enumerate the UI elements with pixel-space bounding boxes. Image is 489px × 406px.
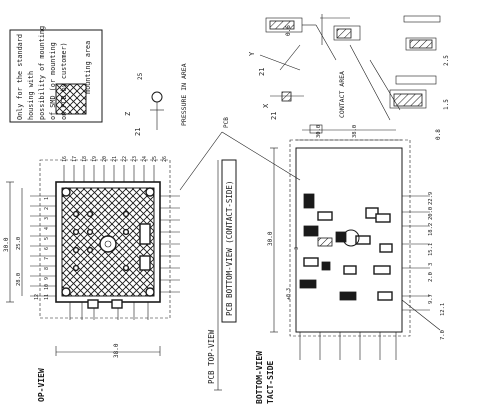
pcb-callout-label: PCB [223, 117, 230, 128]
detail-z: Z 21 25 PRESSURE IN AREA [124, 63, 188, 136]
top-side-a-dim: 28.0 [16, 273, 22, 286]
detail-pad-1 [269, 20, 295, 30]
pin-label: 24 [142, 156, 148, 162]
dim-label: 2.0 [428, 272, 434, 282]
top-width-dim: 38.0 [113, 343, 120, 358]
pin-label: 4 [44, 227, 50, 230]
top-pin-labels: 16 17 18 19 20 21 22 23 24 25 26 [62, 156, 168, 162]
note-line-3: possibility of mounting [38, 26, 46, 120]
center-hole [99, 235, 117, 253]
pin-label: 10 [44, 284, 50, 290]
pin-label: 16 [62, 156, 68, 162]
dim-label: 12.1 [440, 303, 446, 316]
detail-z-scale: 21 [134, 128, 142, 136]
pin-label: 1 [44, 197, 50, 200]
dim-label: 15.1 [428, 243, 434, 256]
note-line-6: mounting area [84, 41, 92, 94]
note-line-1: Only for the standard [16, 34, 24, 120]
pin-label: 8 [44, 267, 50, 270]
dim-label: 22.9 [428, 192, 434, 205]
bottom-view: 38.0 30.0 30.0 3 ±0.3 22.9 20.0 18.2 15.… [255, 125, 446, 404]
top-view-title: OP-VIEW [37, 368, 46, 402]
pin-label: 21 [112, 156, 118, 162]
top-view: 38.0 30.0 28.0 25.0 1 2 3 4 5 6 7 8 9 10… [3, 156, 180, 402]
bottom-height-dim: 30.0 [267, 231, 274, 246]
pin-label: 19 [92, 156, 98, 162]
pin-label: 9 [44, 277, 50, 280]
pressure-area-label: PRESSURE IN AREA [180, 63, 188, 126]
pin-label: 12 [34, 294, 40, 300]
detail-z-label: Z [124, 112, 132, 116]
pin-label: 6 [44, 247, 50, 250]
dim-label: 9.7 [428, 294, 434, 304]
bottom-view-subtitle: TACT-SIDE [266, 360, 275, 404]
bottom-inner-dim: 30.0 [316, 125, 322, 138]
pcb-bottom-view-label: PCB BOTTOM-VIEW (CONTACT-SIDE) [225, 181, 234, 316]
top-side-b-dim: 25.0 [16, 237, 22, 250]
detail-callouts: CONTACT AREA Y 21 X 21 2.5 1.5 0.6 0.8 [248, 14, 450, 140]
note-box: Only for the standard housing with possi… [9, 26, 103, 123]
detail-pad-3 [409, 39, 433, 49]
note-line-2: housing with [27, 71, 35, 120]
top-view-housing [55, 181, 161, 303]
note-line-4: of SMD (or mounting [49, 42, 57, 120]
detail-dim-d: 0.8 [435, 129, 442, 140]
tolerance-dim: ±0.3 [286, 288, 292, 300]
pin-label: 11 [44, 294, 50, 300]
detail-dim-e: 25 [137, 72, 144, 80]
contact-area-label: CONTACT AREA [338, 71, 346, 118]
detail-x-label: X [262, 103, 270, 108]
pin-label: 18 [82, 156, 88, 162]
dim-label: 3 [428, 263, 434, 266]
detail-dim-c: 0.6 [285, 25, 292, 36]
pin-label: 5 [44, 237, 50, 240]
pin-label: 26 [162, 156, 168, 162]
pin-label: 23 [132, 156, 138, 162]
detail-y-scale: 21 [258, 68, 266, 76]
pin-pitch-dim: 3 [294, 247, 300, 250]
dim-label: 7.0 [440, 330, 446, 340]
detail-dim-a: 2.5 [443, 55, 450, 66]
bottom-view-outline [295, 147, 403, 333]
detail-dim-b: 1.5 [443, 99, 450, 110]
detail-x-scale: 21 [270, 112, 278, 120]
pcb-view-labels: PCB TOP-VIEW PCB BOTTOM-VIEW (CONTACT-SI… [179, 117, 301, 391]
detail-pad-2 [336, 28, 352, 39]
pcb-top-view-label: PCB TOP-VIEW [207, 329, 216, 384]
pin-label: 3 [44, 217, 50, 220]
pin-label: 7 [44, 257, 50, 260]
dim-label: 20.0 [428, 207, 434, 220]
right-dimension-labels: 22.9 20.0 18.2 15.1 3 2.0 9.7 12.1 7.0 [428, 192, 446, 340]
detail-pad-5 [281, 91, 292, 102]
note-line-5: on PCB by customer) [60, 42, 68, 120]
pin-label: 25 [152, 156, 158, 162]
dim-label: 18.2 [428, 223, 434, 236]
mounting-area-swatch [55, 83, 87, 115]
bottom-width-dim: 38.0 [352, 125, 358, 138]
top-height-dim: 30.0 [3, 237, 10, 252]
left-pin-labels: 1 2 3 4 5 6 7 8 9 10 11 12 [34, 197, 50, 300]
pin-label: 22 [122, 156, 128, 162]
bottom-view-title: BOTTOM-VIEW [255, 351, 264, 404]
pin-label: 17 [72, 156, 78, 162]
pin-label: 20 [102, 156, 108, 162]
top-view-pins [72, 210, 130, 272]
pin-label: 2 [44, 207, 50, 210]
detail-y-label: Y [248, 51, 256, 56]
detail-pad-4 [393, 93, 423, 107]
